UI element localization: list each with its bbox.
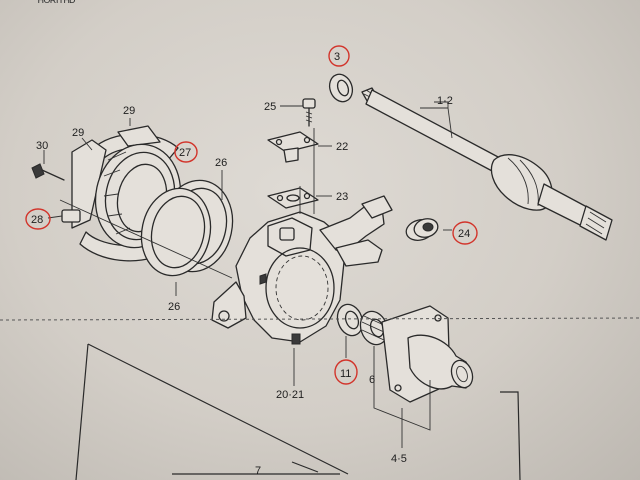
highlight-27: [174, 141, 198, 163]
bolt-25: [302, 98, 316, 127]
highlight-marks: [25, 45, 478, 385]
callout-labels: 3 1·2 25 22 23 24 29 29 30 27 26 26 28 1…: [31, 51, 470, 477]
callout-11: 11: [340, 368, 351, 380]
highlight-11: [334, 359, 358, 385]
bearing-24: [405, 218, 439, 241]
callout-28: 28: [31, 214, 43, 226]
callout-27: 27: [179, 147, 191, 159]
oil-seal-11: [336, 303, 364, 337]
leader-lines: [43, 101, 453, 448]
callout-3: 3: [334, 51, 340, 63]
header-fragment: ᴴᴼᴿᴵᵀᴴᴰ: [38, 0, 75, 9]
screw-30: [31, 163, 65, 181]
highlight-3: [328, 45, 350, 67]
callout-30: 30: [36, 140, 48, 152]
assembly-frame: [75, 343, 521, 480]
shim-23: [267, 187, 319, 209]
seal-ring-26: [140, 179, 234, 277]
callout-29-left: 29: [72, 127, 84, 139]
callout-22: 22: [336, 141, 348, 153]
fold-line: [0, 317, 640, 321]
callout-23: 23: [336, 191, 348, 203]
callout-20-21: 20·21: [276, 389, 304, 401]
callout-6: 6: [369, 374, 375, 386]
spindle-4-5: [381, 305, 474, 403]
callout-7: 7: [255, 465, 261, 477]
callout-1-2: 1·2: [437, 95, 453, 107]
highlight-28: [25, 208, 51, 230]
drive-shaft: [361, 87, 613, 241]
callout-25: 25: [264, 101, 276, 113]
callout-29-top: 29: [123, 105, 135, 117]
bolt-28: [61, 209, 81, 223]
callout-4-5: 4·5: [391, 453, 407, 465]
oil-seal-3: [328, 73, 354, 103]
callout-26-top: 26: [215, 157, 227, 169]
steering-knuckle: [211, 195, 393, 345]
highlight-24: [452, 221, 478, 245]
callout-24: 24: [458, 228, 470, 240]
callout-26-bottom: 26: [168, 301, 180, 313]
kingpin-cap-22: [267, 131, 319, 163]
